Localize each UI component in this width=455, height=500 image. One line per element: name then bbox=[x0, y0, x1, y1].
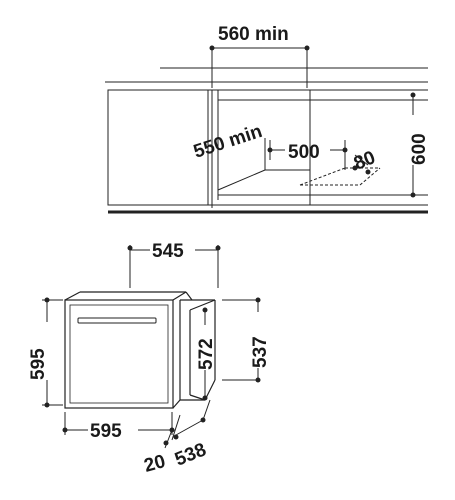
dim-dot bbox=[200, 417, 206, 423]
dim-oven-width: 595 bbox=[90, 421, 122, 442]
dim-dot bbox=[255, 377, 261, 383]
dim-dot bbox=[202, 307, 208, 313]
dim-dot bbox=[267, 147, 273, 153]
dim-cutout-width: 500 bbox=[288, 142, 320, 163]
dim-dot bbox=[209, 45, 215, 51]
oven-drawing bbox=[64, 291, 216, 409]
vent-outline bbox=[299, 167, 346, 186]
dim-dot bbox=[352, 165, 358, 171]
dim-dot bbox=[169, 427, 175, 433]
oven-front bbox=[64, 299, 174, 409]
dim-oven-depth-top: 545 bbox=[152, 241, 184, 262]
oven-dim-dots bbox=[44, 245, 261, 446]
dim-oven-height-front: 595 bbox=[28, 348, 49, 380]
dim-oven-depth-bottom: 538 bbox=[172, 439, 209, 470]
dim-oven-side-height: 537 bbox=[250, 336, 271, 368]
oven-dim-lines bbox=[42, 245, 259, 449]
dim-cabinet-height: 600 bbox=[409, 133, 430, 165]
dim-vent-depth: 80 bbox=[351, 147, 378, 174]
dim-oven-inner-height: 572 bbox=[196, 338, 217, 370]
dim-dot bbox=[44, 297, 50, 303]
oven-handle bbox=[77, 317, 157, 324]
dim-dot bbox=[163, 440, 169, 446]
dim-dot bbox=[410, 92, 416, 98]
dim-dot bbox=[365, 169, 371, 175]
dim-dot bbox=[62, 427, 68, 433]
dim-dot bbox=[173, 434, 179, 440]
dim-dot bbox=[410, 192, 416, 198]
dim-dot bbox=[255, 297, 261, 303]
dim-dot bbox=[44, 402, 50, 408]
cabinet-dim-dots bbox=[209, 45, 416, 198]
dim-cabinet-opening-width: 560 min bbox=[218, 24, 289, 45]
cabinet-drawing bbox=[105, 47, 428, 214]
dim-dot bbox=[342, 147, 348, 153]
dim-dot bbox=[202, 395, 208, 401]
dim-cabinet-depth: 550 min bbox=[191, 121, 265, 163]
dim-dot bbox=[127, 245, 133, 251]
dim-door-thickness: 20 bbox=[142, 451, 168, 477]
dim-dot bbox=[215, 245, 221, 251]
dim-dot bbox=[304, 45, 310, 51]
